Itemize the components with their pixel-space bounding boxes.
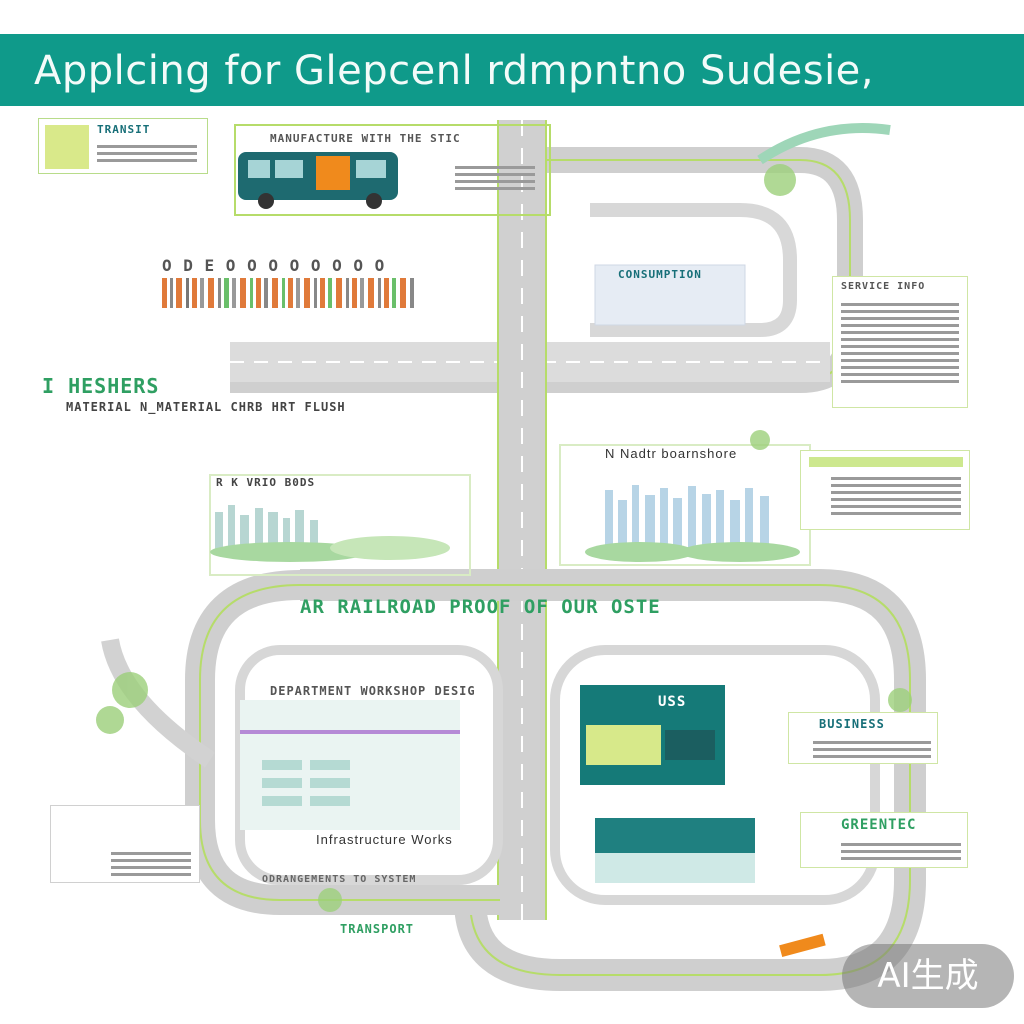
lower-right-heading: BUSINESS	[819, 717, 885, 731]
top-left-heading: TRANSIT	[97, 123, 151, 136]
right-info-table: SERVICE INFO	[832, 276, 968, 408]
top-left-info-card: TRANSIT	[38, 118, 208, 174]
bus-panel-heading: MANUFACTURE WITH THE STIC	[270, 132, 461, 145]
page-title: Applcing for Glepcenl rdmpntno Sudesie,	[34, 48, 875, 94]
station-building	[595, 818, 755, 853]
left-long-caption: MATERIAL N_MATERIAL CHRB HRT FLUSH	[66, 400, 346, 414]
center-banner-text: AR RAILROAD PROOF OF OUR OSTE	[300, 596, 661, 618]
bus-panel-text-lines	[455, 162, 535, 194]
lower-left-info-card	[50, 805, 200, 883]
skyline-left	[215, 505, 318, 552]
right-middle-caption: N Nadtr boarnshore	[605, 446, 738, 461]
transit-sign-label: USS	[658, 694, 687, 710]
barcode-graphic	[162, 278, 414, 308]
right-table-heading: SERVICE INFO	[841, 281, 926, 292]
ai-generated-watermark: AI生成	[842, 944, 1014, 1008]
right-top-heading: CONSUMPTION	[618, 268, 702, 281]
left-green-heading: I HESHERS	[42, 374, 160, 398]
bottom-small-caption: TRANSPORT	[340, 922, 415, 936]
inner-ramp-road	[590, 203, 797, 337]
bus-illustration	[238, 152, 398, 209]
header-banner	[0, 34, 1024, 106]
right-legend-card	[800, 450, 970, 530]
left-small-caption: R K VRIO B0DS	[216, 476, 316, 489]
skyline-right	[605, 485, 769, 552]
diag-green-card: GREENTEC	[800, 812, 968, 868]
lower-right-card: BUSINESS	[788, 712, 938, 764]
lower-left-caption: Infrastructure Works	[316, 832, 453, 847]
barcode-heading: O D E O O O O O O O O	[162, 256, 386, 275]
lower-left-heading: DEPARTMENT WORKSHOP DESIG	[270, 684, 476, 698]
diag-green-heading: GREENTEC	[841, 817, 917, 833]
bottom-caption: ODRANGEMENTS TO SYSTEM	[262, 874, 417, 885]
